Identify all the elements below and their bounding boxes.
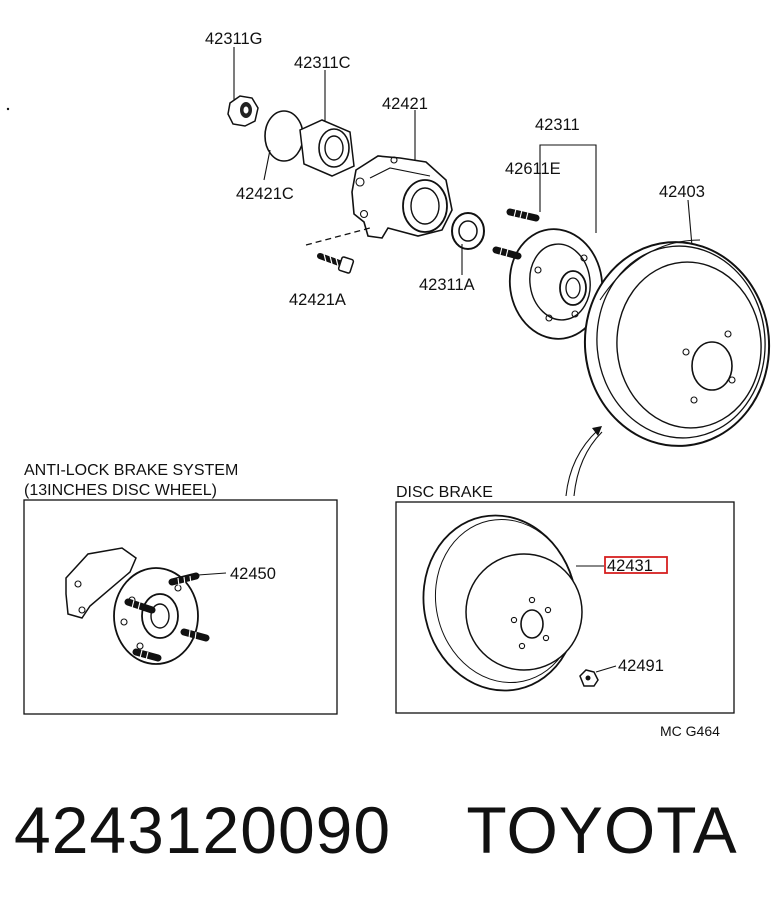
label-42491: 42491 xyxy=(618,657,664,675)
abs-panel-subtitle: (13INCHES DISC WHEEL) xyxy=(24,482,217,499)
highlight-box-42431 xyxy=(604,556,668,574)
stray-dot xyxy=(6,107,10,111)
abs-panel-title: ANTI-LOCK BRAKE SYSTEM xyxy=(24,462,238,479)
label-42421A: 42421A xyxy=(289,291,346,309)
label-42311C: 42311C xyxy=(294,54,351,72)
diagram-code: MC G464 xyxy=(660,723,720,739)
screw-42491 xyxy=(579,665,617,687)
brake-drum-42403 xyxy=(583,199,771,447)
hub-bearing-assembly-42450 xyxy=(65,547,227,665)
oil-seal-42311A xyxy=(451,212,485,275)
axle-hub-42311 xyxy=(492,144,604,340)
label-42403: 42403 xyxy=(659,183,705,201)
label-42431[interactable]: 42431 xyxy=(607,557,653,575)
bearing-42311C xyxy=(263,70,355,181)
bolt-42421A xyxy=(305,227,371,274)
label-42311G: 42311G xyxy=(205,30,263,48)
abs-panel-frame xyxy=(23,499,338,715)
footer-brand: TOYOTA xyxy=(466,793,738,867)
brake-disc-42431 xyxy=(422,514,604,692)
label-42311: 42311 xyxy=(535,116,580,134)
label-42450: 42450 xyxy=(230,565,276,583)
lock-nut-42311G xyxy=(227,47,259,127)
reference-arrow xyxy=(565,426,603,497)
axle-carrier-42421 xyxy=(351,110,453,239)
label-42611E: 42611E xyxy=(505,160,561,178)
disc-panel-title: DISC BRAKE xyxy=(396,484,493,501)
disc-panel-frame xyxy=(395,501,735,714)
label-42421C: 42421C xyxy=(236,185,294,203)
label-42311A: 42311A xyxy=(419,276,475,294)
footer-part-number: 4243120090 xyxy=(14,793,392,867)
footer: 4243120090 TOYOTA xyxy=(14,792,774,872)
label-42421: 42421 xyxy=(382,95,428,113)
